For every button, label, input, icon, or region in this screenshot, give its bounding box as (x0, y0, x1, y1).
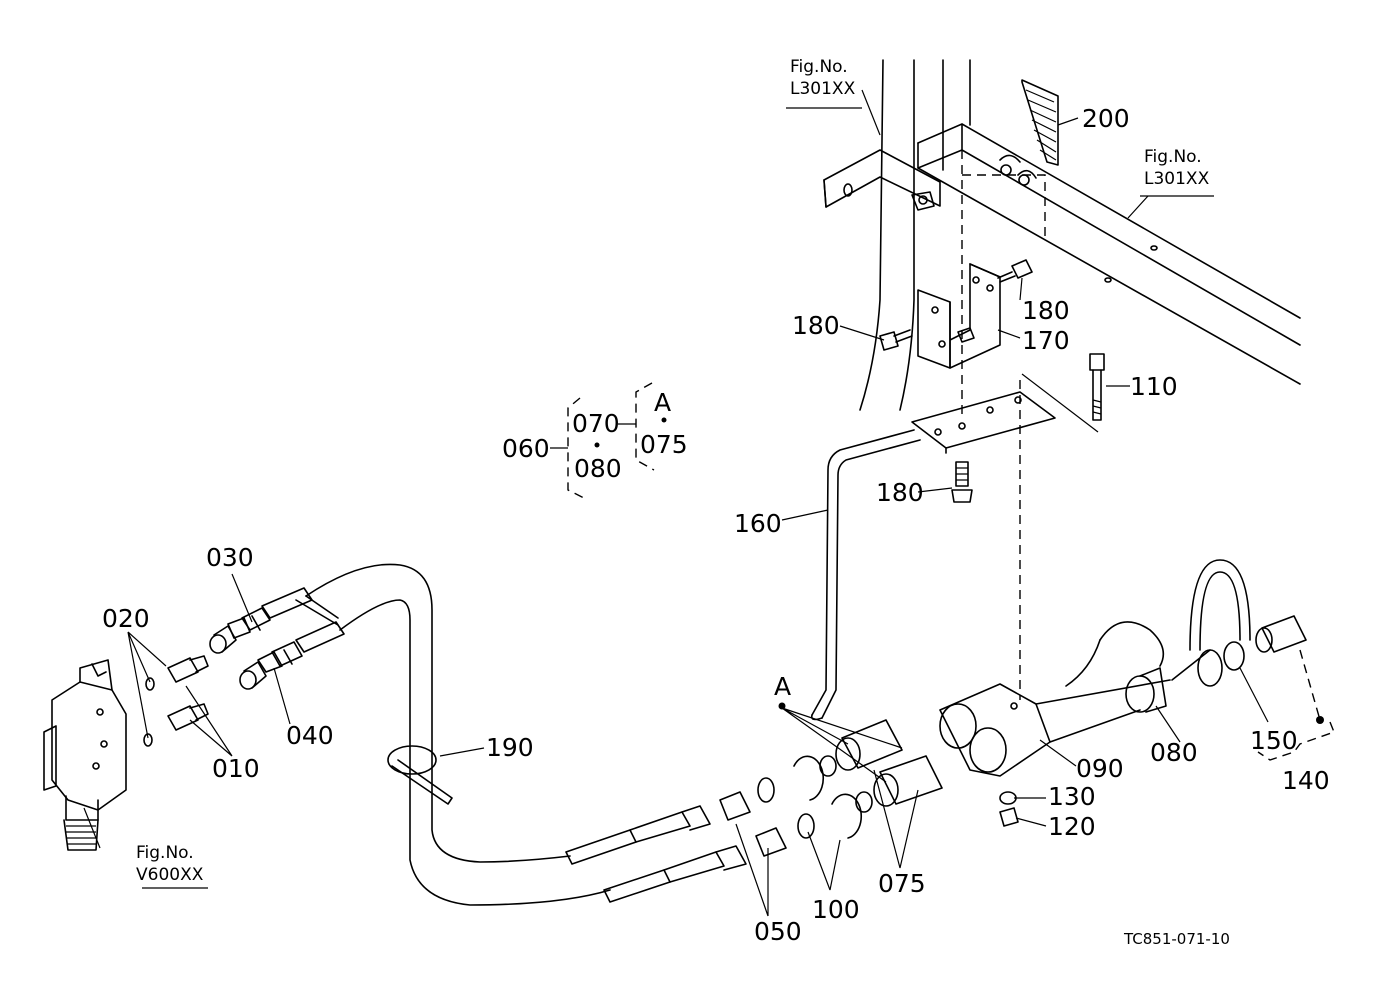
shackle (1171, 559, 1251, 687)
bolt-110 (1021, 353, 1105, 433)
fig-ref-l301xx-top: Fig.No. L301XX (790, 56, 855, 100)
part-label-010: 010 (212, 754, 260, 783)
part-label-200: 200 (1082, 104, 1130, 133)
part-label-040: 040 (286, 721, 334, 750)
bolt-180-left (879, 329, 913, 351)
part-150-ring (1223, 641, 1245, 671)
part-label-050: 050 (754, 917, 802, 946)
frame-posts (859, 59, 971, 411)
part-label-070: 070 (572, 409, 620, 438)
part-label-160: 160 (734, 509, 782, 538)
part-010-fittings (167, 655, 209, 731)
part-label-170: 170 (1022, 326, 1070, 355)
part-label-150: 150 (1250, 726, 1298, 755)
part-label-180: 180 (792, 311, 840, 340)
part-label-190: 190 (486, 733, 534, 762)
part-040-hose-end (239, 621, 345, 690)
part-030-hose-end (209, 587, 313, 654)
part-label-075: 075 (878, 869, 926, 898)
marker-a-view: A (774, 672, 792, 701)
part-080-dust-cap (1065, 621, 1167, 713)
frame-crossbar (917, 123, 1301, 385)
hose-ends-050 (565, 791, 787, 903)
fig-ref-line2: V600XX (136, 865, 204, 885)
marker-a-group: A (654, 388, 672, 417)
part-label-100: 100 (812, 895, 860, 924)
leader-lines (83, 89, 1269, 917)
part-140-coupler (1255, 615, 1335, 761)
fig-ref-line1: Fig.No. (1144, 147, 1202, 167)
part-label-140: 140 (1282, 766, 1330, 795)
part-090-holder (939, 679, 1171, 777)
part-170-bracket (917, 263, 1001, 369)
group-bracket (550, 382, 667, 499)
part-label-180: 180 (1022, 296, 1070, 325)
part-label-080: 080 (1150, 738, 1198, 767)
part-100-snaprings (757, 755, 863, 839)
part-label-180: 180 (876, 478, 924, 507)
control-valve (43, 659, 127, 851)
part-020-orings (143, 677, 155, 747)
bolt-180-lower (951, 461, 973, 503)
part-label-110: 110 (1130, 372, 1178, 401)
part-label-080: 080 (574, 454, 622, 483)
fig-ref-v600xx: Fig.No. V600XX (136, 842, 203, 886)
fig-ref-line2: L301XX (790, 79, 856, 99)
drawing-code: TC851-071-10 (1124, 930, 1230, 948)
part-label-030: 030 (206, 543, 254, 572)
fig-ref-l301xx-right: Fig.No. L301XX (1144, 146, 1209, 190)
part-label-090: 090 (1076, 754, 1124, 783)
part-label-130: 130 (1048, 782, 1096, 811)
part-200-pad (1021, 79, 1079, 166)
part-label-020: 020 (102, 604, 150, 633)
fig-ref-line1: Fig.No. (136, 843, 194, 863)
mount-bracket-left (823, 149, 941, 211)
hose-loop (295, 563, 611, 906)
part-120-nut (999, 807, 1019, 827)
part-190-band (387, 745, 453, 805)
part-130-washer (999, 791, 1017, 805)
part-160-stay (810, 240, 1056, 721)
part-label-120: 120 (1048, 812, 1096, 841)
bolt-180-right (997, 259, 1033, 283)
fig-ref-line2: L301XX (1144, 169, 1210, 189)
part-label-060: 060 (502, 434, 550, 463)
part-label-075: 075 (640, 430, 688, 459)
fig-ref-line1: Fig.No. (790, 57, 848, 77)
